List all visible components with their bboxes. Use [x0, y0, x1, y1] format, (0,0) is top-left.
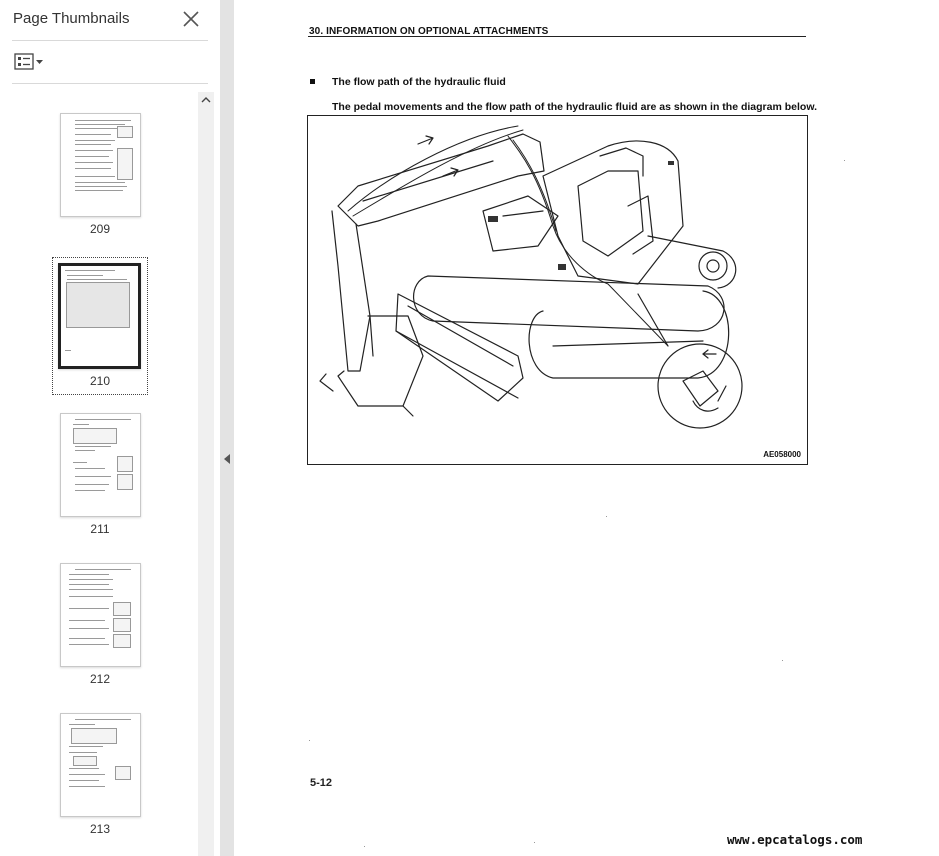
scan-speck: [364, 846, 365, 847]
thumbnail-page-number: 211: [90, 522, 110, 536]
page-number: 5-12: [310, 777, 333, 789]
bullet: [310, 79, 315, 84]
thumbnail-page-212[interactable]: 212: [53, 556, 147, 692]
section-title: The flow path of the hydraulic fluid: [332, 76, 506, 88]
thumbnail-image: [60, 563, 141, 667]
description-text: The pedal movements and the flow path of…: [332, 101, 818, 113]
panel-splitter[interactable]: [220, 0, 234, 856]
thumbnail-page-number: 212: [89, 672, 111, 686]
figure-code: AE058000: [763, 450, 801, 459]
thumbnail-page-210[interactable]: 210: [52, 257, 148, 395]
scan-speck: [844, 160, 845, 161]
scan-speck: [782, 660, 783, 661]
thumbnails-panel: Page Thumbnails: [0, 0, 220, 856]
scan-speck: [534, 842, 535, 843]
thumbnail-page-209[interactable]: 209: [53, 106, 147, 242]
thumbnail-scrollbar[interactable]: [198, 92, 214, 856]
triangle-left-icon: [224, 454, 230, 464]
thumbnails-panel-header: Page Thumbnails: [0, 0, 220, 40]
watermark-text: www.epcatalogs.com: [727, 832, 863, 847]
chevron-up-icon: [201, 97, 211, 103]
scan-speck: [606, 516, 607, 517]
thumbnail-page-number: 210: [89, 374, 111, 388]
thumbnail-page-number: 209: [89, 222, 111, 236]
document-page: 30. INFORMATION ON OPTIONAL ATTACHMENTS …: [234, 0, 939, 856]
excavator-drawing: [319, 125, 743, 429]
thumbnail-image: [60, 713, 141, 817]
header-divider: [12, 40, 208, 41]
thumbnail-options-icon: [14, 53, 43, 70]
heading-rule: [308, 36, 806, 37]
thumbnail-page-211[interactable]: 211: [53, 406, 147, 542]
thumbnail-image: [60, 413, 141, 517]
close-panel-button[interactable]: [180, 8, 202, 30]
thumbnail-page-213[interactable]: 213: [53, 706, 147, 842]
thumbnail-image: [60, 113, 141, 217]
scroll-up-button[interactable]: [198, 92, 214, 108]
thumbnail-page-number: 213: [89, 822, 111, 836]
toolbar-divider: [12, 83, 208, 84]
scan-speck: [309, 740, 310, 741]
collapse-panel-button[interactable]: [223, 452, 231, 466]
close-icon: [183, 11, 199, 27]
excavator-diagram: AE058000: [307, 115, 808, 465]
thumbnail-options-button[interactable]: [14, 52, 46, 72]
thumbnail-image: [58, 263, 141, 369]
panel-title: Page Thumbnails: [13, 10, 130, 27]
chapter-heading: 30. INFORMATION ON OPTIONAL ATTACHMENTS: [309, 26, 549, 37]
